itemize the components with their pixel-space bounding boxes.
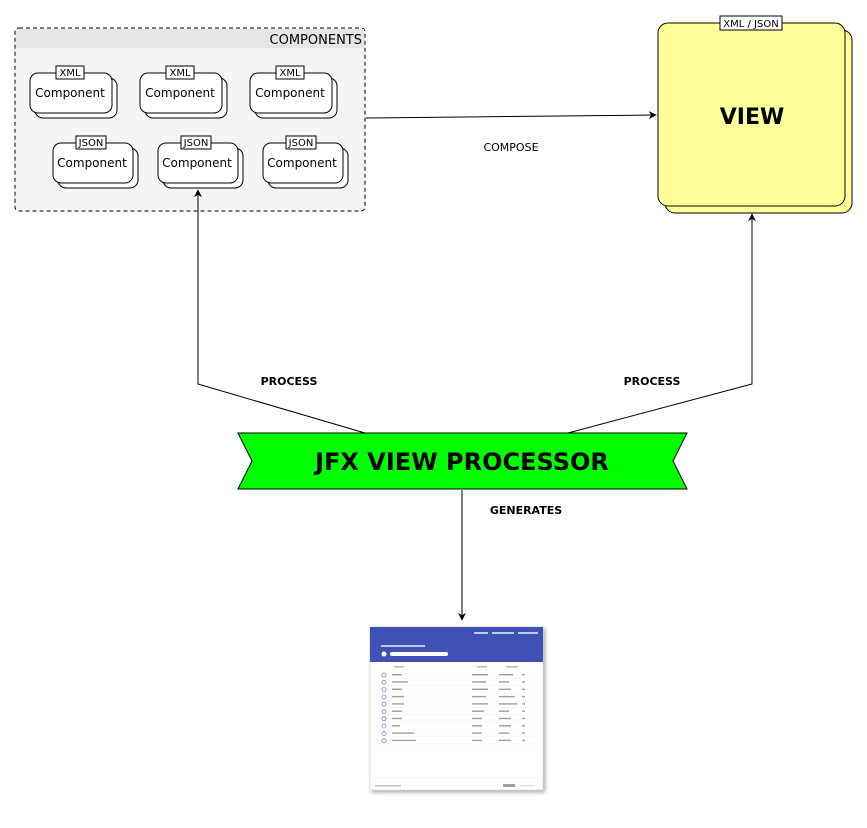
edges bbox=[194, 111, 756, 621]
generates-label: GENERATES bbox=[490, 504, 562, 517]
app-table-row bbox=[378, 738, 535, 745]
component-tag: JSON bbox=[288, 138, 314, 149]
app-table-row bbox=[378, 679, 535, 686]
component-tag: XML bbox=[59, 68, 80, 79]
app-search-bar bbox=[390, 652, 448, 656]
app-table-row bbox=[378, 709, 535, 716]
component-tag: JSON bbox=[78, 138, 104, 149]
json-component-1: JSON Component bbox=[52, 135, 139, 189]
app-table-row bbox=[378, 701, 535, 708]
json-component-3: JSON Component bbox=[262, 135, 349, 189]
components-group: COMPONENTS XML Component XML Component X… bbox=[14, 27, 366, 212]
component-label: Component bbox=[162, 156, 232, 170]
compose-label: COMPOSE bbox=[483, 141, 538, 154]
generated-app-content bbox=[370, 627, 543, 787]
xml-component-2: XML Component bbox=[139, 65, 228, 119]
component-label: Component bbox=[35, 86, 105, 100]
app-table-row bbox=[378, 672, 535, 679]
process-left-edge bbox=[194, 189, 366, 434]
xml-component-1: XML Component bbox=[29, 65, 118, 119]
view-label: VIEW bbox=[720, 105, 785, 130]
app-header-bar bbox=[370, 627, 543, 662]
process-left-label: PROCESS bbox=[261, 375, 318, 388]
view-node: XML / JSON VIEW bbox=[657, 15, 853, 214]
component-tag: XML bbox=[169, 68, 190, 79]
component-label: Component bbox=[145, 86, 215, 100]
component-tag: JSON bbox=[183, 138, 209, 149]
app-table-row bbox=[378, 716, 535, 723]
compose-edge bbox=[365, 111, 657, 120]
component-label: Component bbox=[267, 156, 337, 170]
view-tag: XML / JSON bbox=[723, 19, 778, 30]
components-group-title: COMPONENTS bbox=[270, 33, 362, 48]
json-component-2: JSON Component bbox=[157, 135, 244, 189]
component-label: Component bbox=[57, 156, 127, 170]
app-table-row bbox=[378, 723, 535, 730]
xml-component-3: XML Component bbox=[249, 65, 338, 119]
app-table bbox=[378, 672, 535, 745]
app-table-row bbox=[378, 687, 535, 694]
component-tag: XML bbox=[279, 68, 300, 79]
app-table-row bbox=[378, 731, 535, 737]
component-label: Component bbox=[255, 86, 325, 100]
processor-label: JFX VIEW PROCESSOR bbox=[313, 448, 609, 476]
app-table-row bbox=[378, 694, 535, 701]
process-right-label: PROCESS bbox=[624, 375, 681, 388]
processor-node: JFX VIEW PROCESSOR bbox=[237, 432, 688, 490]
process-right-edge bbox=[567, 213, 756, 434]
components-group-header bbox=[16, 29, 364, 48]
